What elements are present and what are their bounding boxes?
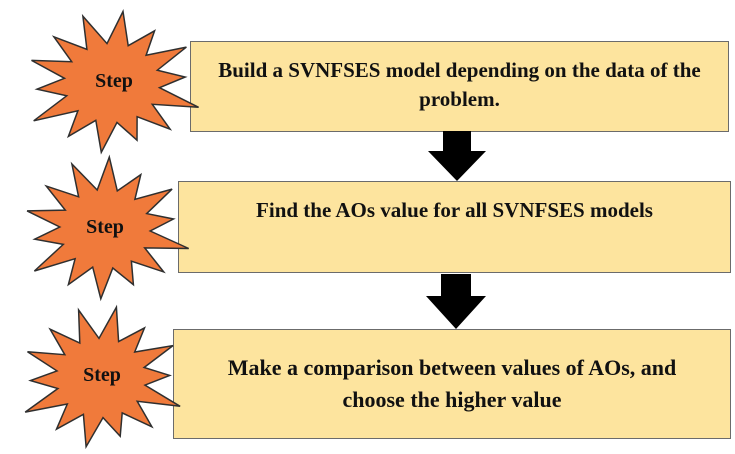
down-arrow-icon	[426, 274, 486, 329]
step-3-badge-label: Step	[83, 364, 121, 386]
step-2-box: Find the AOs value for all SVNFSES model…	[178, 181, 731, 273]
down-arrow-icon	[428, 131, 486, 181]
step-3-text: Make a comparison between values of AOs,…	[227, 355, 677, 412]
step-3-starburst-icon	[24, 304, 181, 450]
step-2-starburst-icon	[26, 154, 190, 302]
step-1-starburst-icon	[31, 9, 199, 155]
step-1-box: Build a SVNFSES model depending on the d…	[190, 41, 729, 132]
step-2-text: Find the AOs value for all SVNFSES model…	[256, 198, 653, 222]
step-1-badge-label: Step	[95, 70, 133, 92]
step-1-text: Build a SVNFSES model depending on the d…	[218, 57, 701, 111]
step-2-badge-label: Step	[86, 216, 124, 238]
step-3-box: Make a comparison between values of AOs,…	[173, 329, 731, 439]
